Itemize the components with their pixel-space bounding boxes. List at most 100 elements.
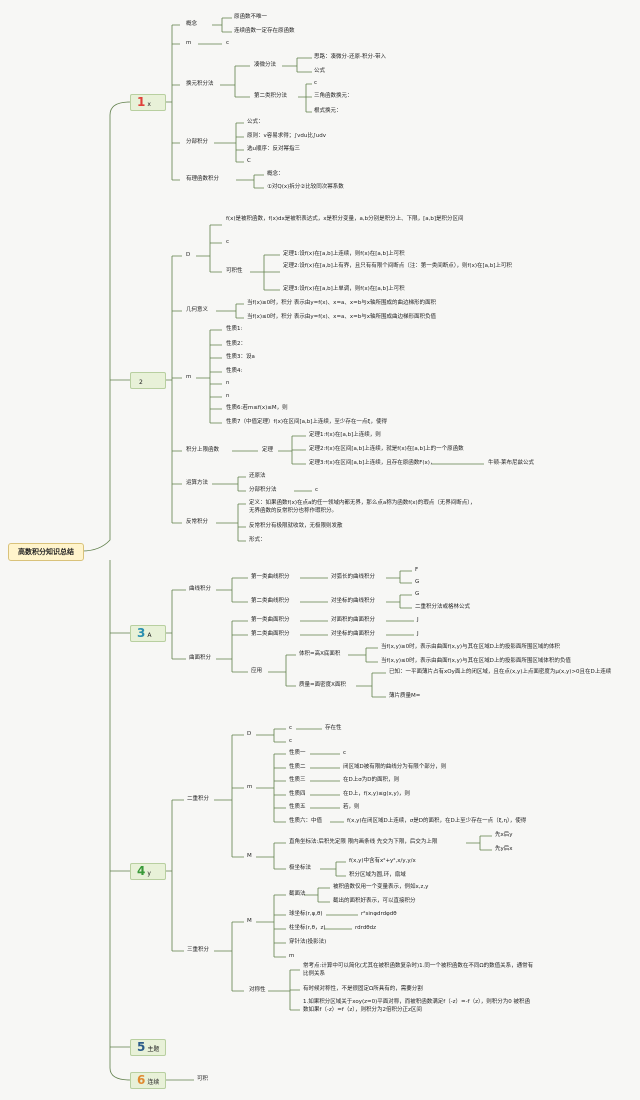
topic-node[interactable]: 直角坐标法:后积先定限 限内画条线 先交为下限，后交为上限	[289, 839, 438, 845]
topic-node[interactable]: 连续函数一定存在原函数	[234, 28, 295, 34]
topic-node[interactable]: 球坐标(r,φ,θ)	[289, 911, 323, 917]
topic-node[interactable]: 第二类曲面积分	[251, 631, 290, 637]
topic-node[interactable]: 闭区域D被有限的曲线分为有限个部分，则	[343, 764, 447, 770]
topic-node[interactable]: 当f(x)≥0时，积分 表示由y=f(x)、x=a、x=b与x轴所围成的曲边梯形…	[247, 300, 437, 306]
topic-node[interactable]: 质量=面密度X面积	[299, 682, 346, 688]
topic-node[interactable]: C	[247, 158, 251, 164]
topic-node[interactable]: 已知：一平面薄片占有xOy面上的闭区域，且在点(x,y)上点面密度为μ(x,y)…	[389, 669, 612, 675]
topic-node[interactable]: 性质6:若m≤f(x)≤M，则	[226, 405, 288, 411]
topic-node[interactable]: 概念	[186, 21, 198, 27]
topic-node[interactable]: ①对Q(x)拆分②比较同次幂系数	[267, 184, 344, 190]
topic-node[interactable]: 定理3:f(x)在区间[a,b]上连续，且存在原函数F(x)，	[309, 460, 436, 466]
topic-node[interactable]: 形式：	[249, 537, 266, 543]
topic-node[interactable]: D	[247, 731, 252, 737]
topic-node[interactable]: 当f(x,y)≤0时，表示由曲面f(x,y)与其在区域D上的投影面所围区域体积的…	[381, 658, 571, 664]
topic-node[interactable]: 凑微分法	[254, 62, 277, 68]
topic-node[interactable]: 定理1:f(x)在[a,b]上连续，则	[309, 432, 381, 438]
topic-node[interactable]: 换元积分法	[186, 81, 214, 87]
topic-node[interactable]: 常考点:计算中可以简化(尤其在被积函数复杂时)1.同一个被积函数在不同Ω的数值关…	[303, 963, 534, 977]
topic-node[interactable]: 有时候对称性，不是很固定Ω所具有的，需要分割	[303, 986, 423, 992]
topic-node[interactable]: 对坐标的曲面积分	[331, 631, 376, 637]
topic-node[interactable]: 性质一	[289, 750, 306, 756]
topic-node[interactable]: c	[315, 487, 319, 493]
topic-node[interactable]: 存在性	[325, 725, 342, 731]
topic-node[interactable]: 曲线积分	[189, 586, 212, 592]
topic-node[interactable]: 性质三	[289, 777, 306, 783]
topic-node[interactable]: 几何意义	[186, 307, 209, 313]
topic-node[interactable]: 第一类曲面积分	[251, 617, 290, 623]
topic-node[interactable]: J	[417, 631, 419, 637]
topic-node[interactable]: 在D上σ为D的面积，则	[343, 777, 399, 783]
topic-node[interactable]: 曲面积分	[189, 655, 212, 661]
topic-node[interactable]: 当f(x,y)≥0时，表示由曲面f(x,y)与其在区域D上的投影面所围区域的体积	[381, 644, 560, 650]
topic-node[interactable]: 反常积分有极限就收敛，无极限则发散	[249, 523, 343, 529]
topic-node[interactable]: c	[289, 725, 293, 731]
topic-node[interactable]: 二重积分法或格林公式	[415, 604, 471, 610]
topic-node[interactable]: 若，则	[343, 804, 360, 810]
topic-node[interactable]: 1.如果积分区域关于xoy(z=0)平面对称，而被积函数满足f（-z）=-f（z…	[303, 999, 530, 1013]
topic-node[interactable]: 柱坐标(r,θ，z)	[289, 925, 326, 931]
topic-node[interactable]: G	[415, 579, 420, 585]
topic-node[interactable]: 截出的面积好表示，可以直接积分	[333, 898, 416, 904]
topic-node[interactable]: 可积	[197, 1076, 209, 1082]
topic-node[interactable]: 性质四	[289, 791, 306, 797]
topic-node[interactable]: c	[289, 738, 293, 744]
topic-node[interactable]: 对面积的曲面积分	[331, 617, 376, 623]
topic-node[interactable]: m	[186, 374, 192, 380]
topic-node[interactable]: 积分上限函数	[186, 447, 220, 453]
topic-node[interactable]: 运算方法	[186, 480, 209, 486]
topic-node[interactable]: 有理函数积分	[186, 176, 220, 182]
topic-node[interactable]: 第二类积分法	[254, 93, 288, 99]
topic-node[interactable]: 第一类曲线积分	[251, 574, 290, 580]
topic-node[interactable]: 应用	[251, 668, 263, 674]
topic-node[interactable]: 定理	[262, 447, 274, 453]
topic-node[interactable]: 当f(x)≤0时，积分 表示由y=f(x)、x=a、x=b与x轴所围成曲边梯形面…	[247, 314, 437, 320]
topic-node[interactable]: 分部积分法	[249, 487, 277, 493]
topic-node[interactable]: 先x后y	[495, 832, 513, 838]
topic-node[interactable]: 三重积分	[187, 947, 210, 953]
topic-node[interactable]: 先y后x	[495, 846, 513, 852]
topic-node[interactable]: 性质2：	[226, 341, 246, 347]
topic-node[interactable]: 反常积分	[186, 519, 209, 525]
topic-node[interactable]: 极坐标法	[289, 865, 312, 871]
topic-node[interactable]: 选u顺序：反对幂指三	[247, 146, 300, 152]
topic-node[interactable]: 定理2:设f(x)在[a,b]上有界，且只有有限个间断点（注：第一类间断点），则…	[283, 263, 512, 269]
topic-node[interactable]: c	[226, 239, 230, 245]
topic-node[interactable]: 原则：v容易求得；∫vdu比∫udv	[247, 133, 326, 139]
topic-node[interactable]: 根式换元：	[314, 108, 342, 114]
topic-node[interactable]: c	[343, 750, 347, 756]
topic-node[interactable]: 定理2:f(x)在区间[a,b]上连续，就是f(x)在[a,b]上的一个原函数	[309, 446, 464, 452]
topic-node[interactable]: 公式	[314, 68, 326, 74]
topic-node[interactable]: m	[186, 40, 192, 46]
topic-node[interactable]: r²sinφdrdφdθ	[361, 911, 397, 917]
topic-node[interactable]: 对弧长的曲线积分	[331, 574, 376, 580]
topic-node[interactable]: c	[314, 80, 318, 86]
topic-node[interactable]: m	[247, 784, 253, 790]
topic-node[interactable]: f(x)是被积函数，f(x)dx是被积表达式，x是积分变量，a,b分别是积分上、…	[226, 216, 464, 222]
topic-node[interactable]: 体积=高X底面积	[299, 651, 341, 657]
topic-node[interactable]: 第二类曲线积分	[251, 598, 290, 604]
topic-node[interactable]: M	[247, 918, 252, 924]
topic-node[interactable]: 二重积分	[187, 796, 210, 802]
topic-node[interactable]: 定理3:设f(x)在[a,b]上单调，则f(x)在[a,b]上可积	[283, 286, 405, 292]
topic-node[interactable]: f(x,y)中含有x²+y²,x/y,y/x	[349, 858, 416, 864]
topic-node[interactable]: G	[415, 591, 420, 597]
topic-node[interactable]: 定理1:设f(x)在[a,b]上连续，则f(x)在[a,b]上可积	[283, 251, 405, 257]
topic-node[interactable]: 原函数不唯一	[234, 14, 268, 20]
topic-node[interactable]: 在D上，f(x,y)≤g(x,y)，则	[343, 791, 410, 797]
topic-node[interactable]: 性质五	[289, 804, 306, 810]
topic-node[interactable]: 性质二	[289, 764, 306, 770]
topic-node[interactable]: D	[186, 252, 191, 258]
topic-node[interactable]: J	[417, 617, 419, 623]
topic-node[interactable]: n	[226, 393, 230, 399]
topic-node[interactable]: 性质7（中值定理）f(x)在区间[a,b]上连续，至少存在一点ξ，使得	[226, 419, 387, 425]
topic-node[interactable]: 三角函数换元：	[314, 93, 353, 99]
topic-node[interactable]: rdrdθdz	[355, 925, 377, 931]
topic-node[interactable]: 对称性	[249, 987, 266, 993]
topic-node[interactable]: f(x,y)在闭区域D上连续，σ是D的面积，在D上至少存在一点（ξ,η），使得	[347, 818, 527, 824]
